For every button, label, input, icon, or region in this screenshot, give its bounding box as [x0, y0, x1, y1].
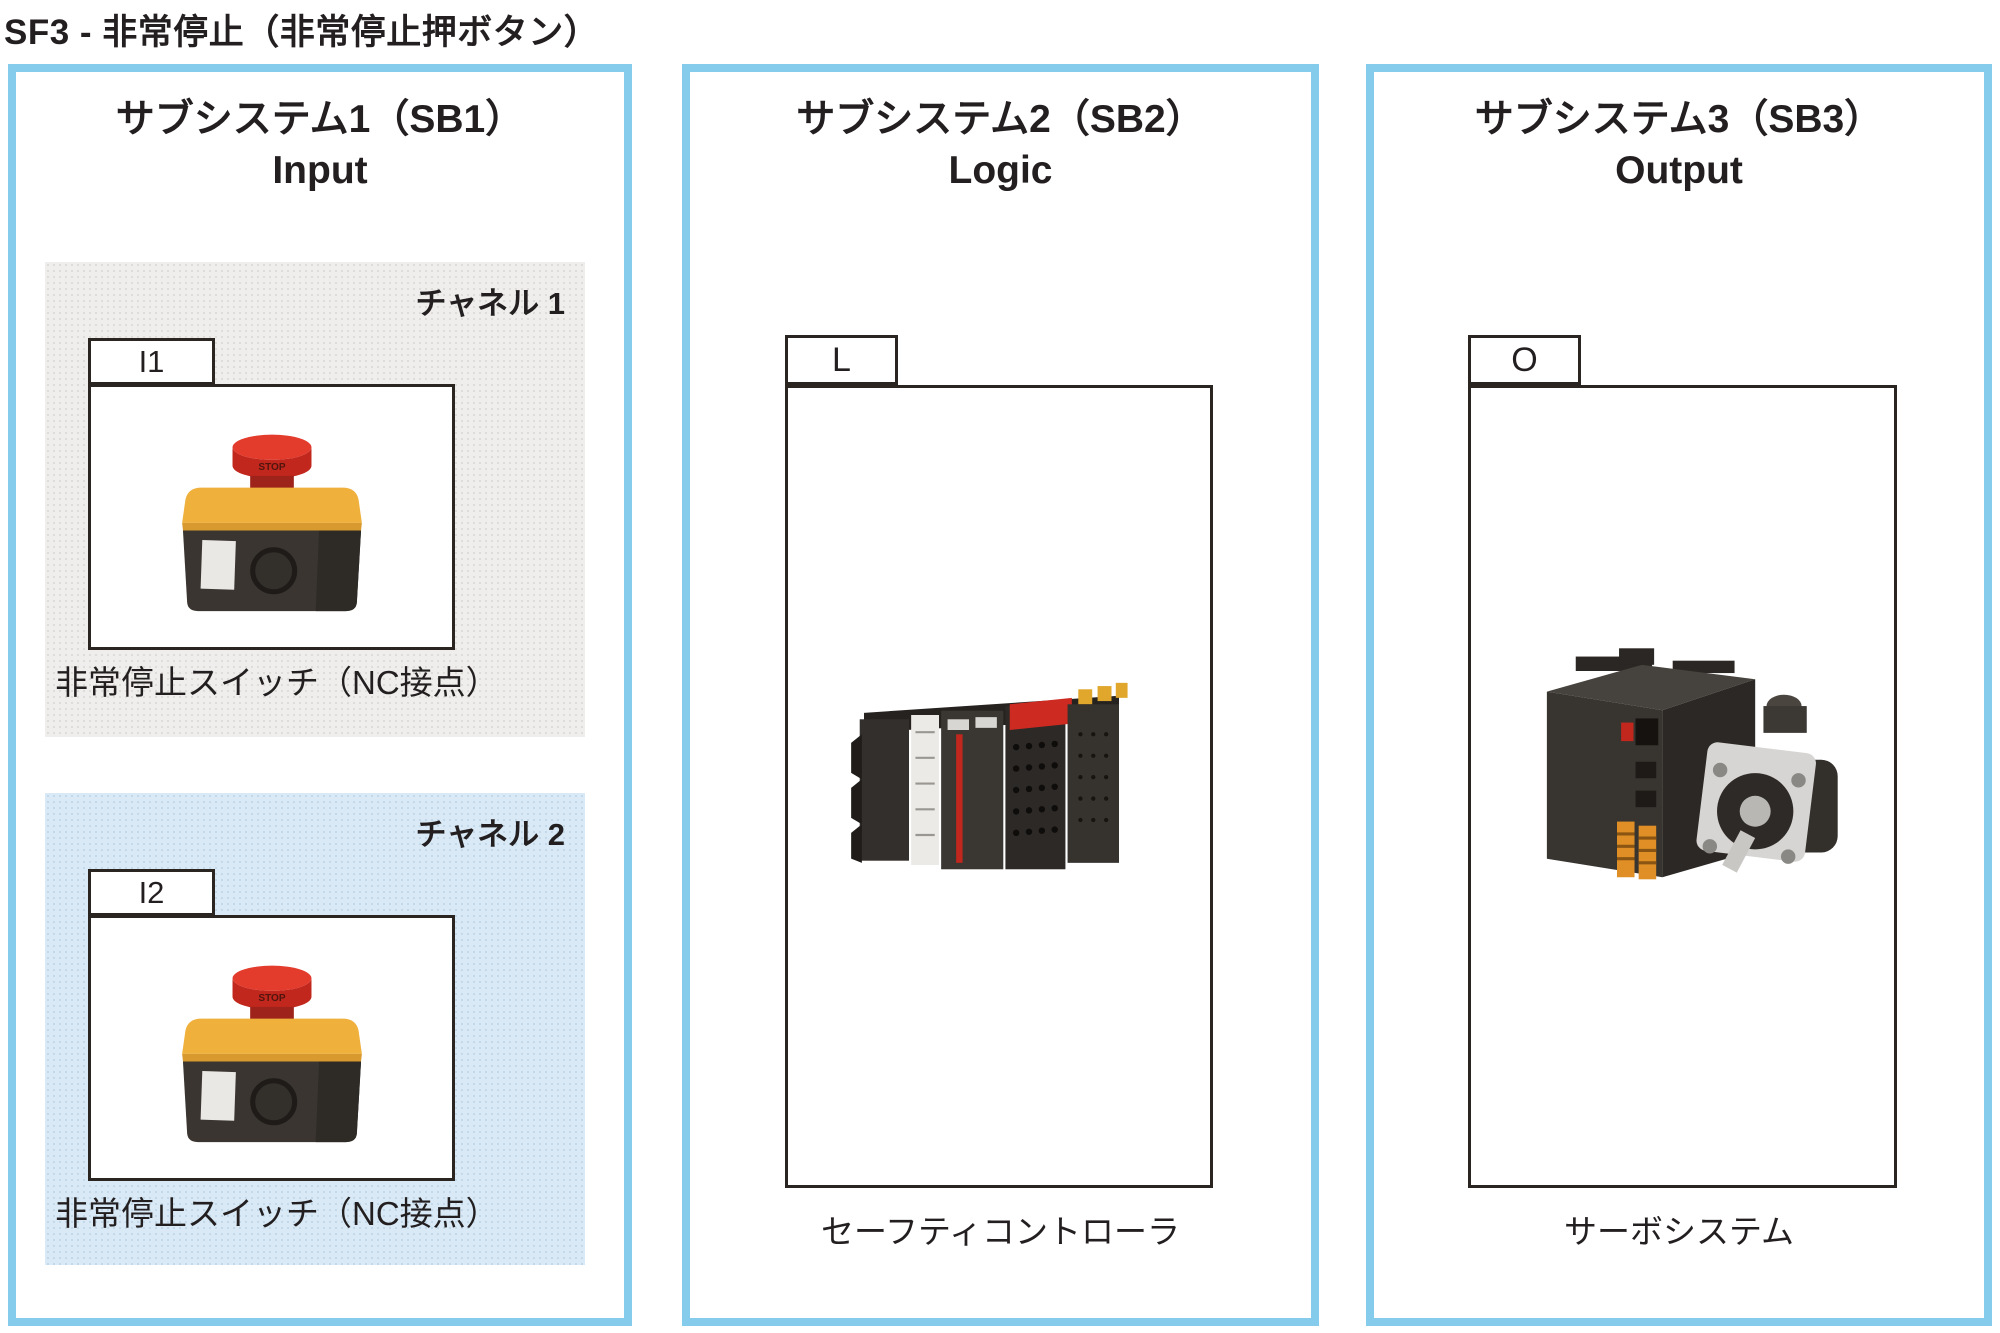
- subsystem-3-subtitle: Output: [1615, 149, 1743, 193]
- estop-cap-label: STOP: [258, 993, 286, 1004]
- io-tag-i2: I2: [88, 869, 215, 916]
- servo-system-photo: [1546, 648, 1838, 880]
- channel-1-label: チャネル 1: [415, 286, 565, 321]
- estop-cap-label: STOP: [258, 462, 286, 473]
- subsystem-1-header: サブシステム1（SB1） Input: [16, 94, 624, 197]
- subsystem-1-panel: サブシステム1（SB1） Input チャネル 1 I1 STOP: [8, 64, 632, 1326]
- subsystem-3-title: サブシステム3（SB3）: [1474, 98, 1884, 141]
- subsystem-2-header: サブシステム2（SB2） Logic: [690, 94, 1311, 197]
- logic-device-box: [785, 385, 1213, 1188]
- output-device-box: [1468, 385, 1897, 1188]
- subsystem-1-subtitle: Input: [272, 149, 368, 193]
- safety-controller-photo: [851, 682, 1128, 870]
- page-title: SF3 - 非常停止（非常停止押ボタン）: [4, 13, 600, 52]
- subsystem-2-subtitle: Logic: [948, 149, 1053, 193]
- channel-1-block: チャネル 1 I1 STOP 非常停止スイッチ（NC接点）: [45, 262, 585, 737]
- channel-2-label: チャネル 2: [415, 817, 565, 852]
- logic-caption: セーフティコントローラ: [820, 1213, 1181, 1250]
- logic-tag-l: L: [785, 335, 898, 385]
- channel-2-block: チャネル 2 I2 STOP 非常停止スイッチ（NC接点）: [45, 793, 585, 1265]
- channel-1-device-box: STOP: [88, 384, 455, 650]
- emergency-stop-switch-photo: STOP: [181, 965, 362, 1143]
- channel-2-caption: 非常停止スイッチ（NC接点）: [55, 1195, 499, 1232]
- output-tag-o: O: [1468, 335, 1581, 385]
- subsystem-2-panel: サブシステム2（SB2） Logic L: [682, 64, 1319, 1326]
- subsystem-2-title: サブシステム2（SB2）: [796, 98, 1205, 141]
- emergency-stop-switch-photo: STOP: [181, 434, 362, 612]
- io-tag-i1: I1: [88, 338, 215, 385]
- subsystem-3-header: サブシステム3（SB3） Output: [1374, 94, 1984, 197]
- channel-1-caption: 非常停止スイッチ（NC接点）: [55, 664, 499, 701]
- output-caption: サーボシステム: [1563, 1213, 1794, 1250]
- channel-2-device-box: STOP: [88, 915, 455, 1181]
- subsystem-1-title: サブシステム1（SB1）: [115, 98, 525, 141]
- subsystem-3-panel: サブシステム3（SB3） Output O: [1366, 64, 1992, 1326]
